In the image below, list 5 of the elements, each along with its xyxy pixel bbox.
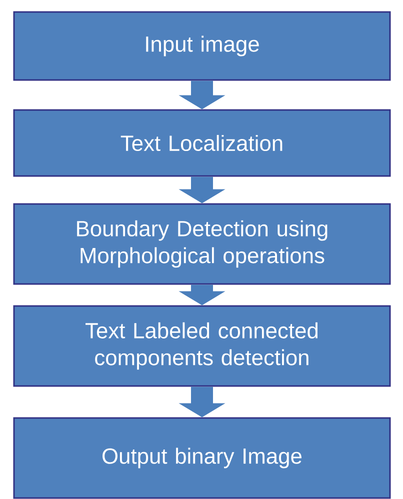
process-box: Input image [13,11,391,81]
process-box: Boundary Detection using Morphological operations [13,203,391,285]
process-box: Text Labeled connected components detection [13,305,391,387]
process-box: Text Localization [13,109,391,177]
process-box: Output binary Image [13,417,391,499]
